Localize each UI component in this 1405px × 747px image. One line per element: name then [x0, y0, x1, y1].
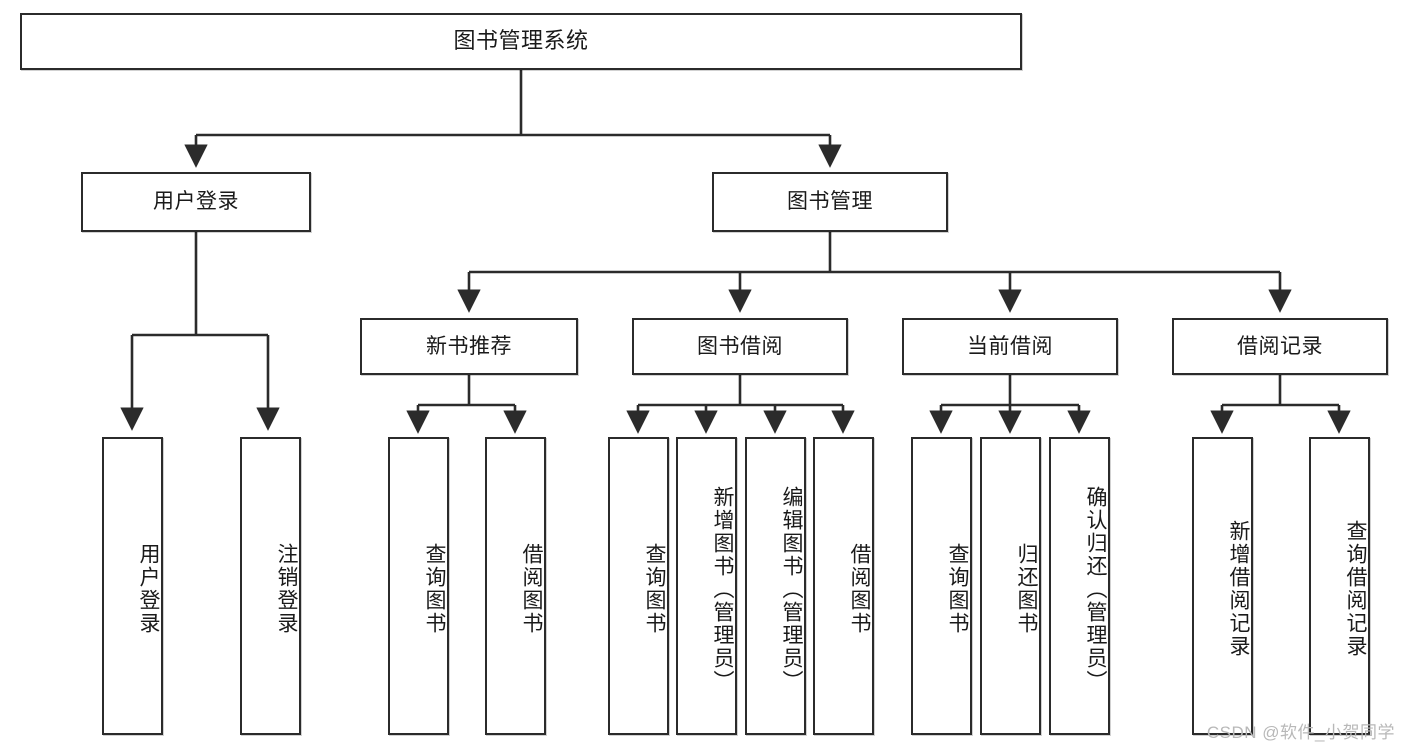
leaf-current-borrow-query-book[interactable]: 查询图书 — [911, 437, 972, 735]
node-label: 借阅记录 — [1237, 334, 1323, 358]
node-label: 图书管理 — [787, 190, 873, 214]
watermark: CSDN @软件_小贺同学 — [1206, 723, 1395, 742]
node-label: 确认归还（管理员） — [1084, 485, 1107, 693]
node-borrow-record[interactable]: 借阅记录 — [1172, 318, 1388, 375]
node-user-login[interactable]: 用户登录 — [81, 172, 311, 232]
leaf-current-borrow-confirm-return-admin[interactable]: 确认归还（管理员） — [1049, 437, 1110, 735]
node-label: 新增图书（管理员） — [711, 485, 734, 693]
node-label: 当前借阅 — [967, 334, 1053, 358]
node-label: 新增借阅记录 — [1227, 520, 1250, 658]
leaf-user-login-login[interactable]: 用户登录 — [102, 437, 163, 735]
leaf-borrow-record-query-record[interactable]: 查询借阅记录 — [1309, 437, 1370, 735]
node-label: 编辑图书（管理员） — [780, 485, 803, 693]
node-label: 借阅图书 — [520, 543, 543, 635]
node-label: 查询图书 — [946, 543, 969, 635]
node-label: 查询借阅记录 — [1344, 520, 1367, 658]
node-new-book-recommend[interactable]: 新书推荐 — [360, 318, 578, 375]
node-root-book-management-system[interactable]: 图书管理系统 — [20, 13, 1022, 70]
leaf-book-borrow-edit-book-admin[interactable]: 编辑图书（管理员） — [745, 437, 806, 735]
node-book-management[interactable]: 图书管理 — [712, 172, 948, 232]
leaf-current-borrow-return-book[interactable]: 归还图书 — [980, 437, 1041, 735]
leaf-book-borrow-borrow-book[interactable]: 借阅图书 — [813, 437, 874, 735]
node-label: 归还图书 — [1015, 543, 1038, 635]
node-label: 新书推荐 — [426, 334, 512, 358]
leaf-new-book-borrow-book[interactable]: 借阅图书 — [485, 437, 546, 735]
node-current-borrow[interactable]: 当前借阅 — [902, 318, 1118, 375]
leaf-book-borrow-add-book-admin[interactable]: 新增图书（管理员） — [676, 437, 737, 735]
leaf-borrow-record-add-record[interactable]: 新增借阅记录 — [1192, 437, 1253, 735]
leaf-book-borrow-query-book[interactable]: 查询图书 — [608, 437, 669, 735]
node-label: 图书借阅 — [697, 334, 783, 358]
node-label: 注销登录 — [275, 543, 298, 635]
leaf-user-login-logout[interactable]: 注销登录 — [240, 437, 301, 735]
node-book-borrow[interactable]: 图书借阅 — [632, 318, 848, 375]
node-label: 查询图书 — [423, 543, 446, 635]
node-label: 用户登录 — [153, 190, 239, 214]
node-label: 查询图书 — [643, 543, 666, 635]
leaf-new-book-query-book[interactable]: 查询图书 — [388, 437, 449, 735]
node-label: 用户登录 — [137, 543, 160, 635]
node-label: 借阅图书 — [848, 543, 871, 635]
node-label: 图书管理系统 — [453, 28, 589, 54]
